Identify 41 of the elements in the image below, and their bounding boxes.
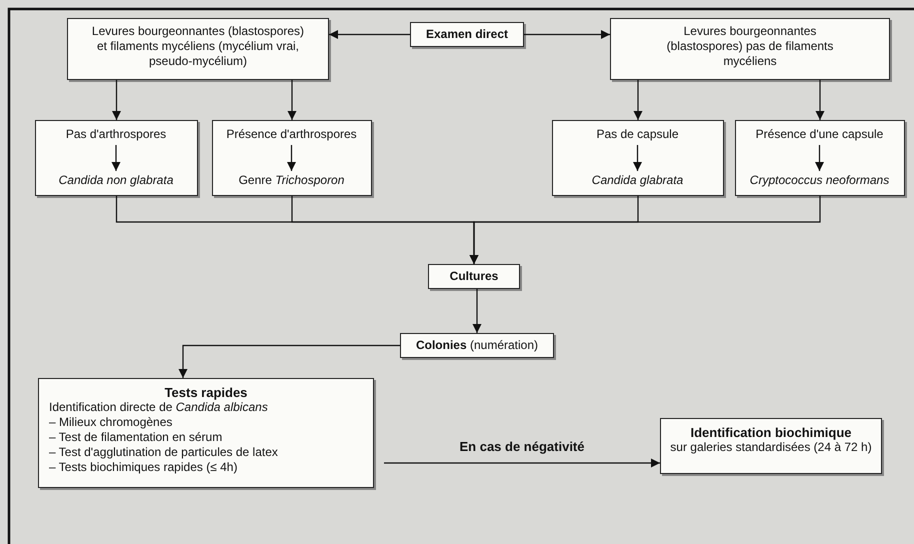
arrow [815, 145, 824, 171]
arrow [287, 145, 296, 171]
arrow [472, 289, 482, 333]
species-label: Genre Trichosporon [213, 173, 370, 189]
step-box: Cultures [428, 264, 520, 289]
arrow [470, 196, 821, 264]
arrow [329, 30, 410, 39]
box-text: – Test d'agglutination de particules de latex [49, 445, 279, 460]
identification-box [660, 418, 882, 474]
result-box: Levures bourgeonnantes (blastospores) et filaments mycéliens (mycélium vrai, pseudo-mycélium) [67, 18, 329, 80]
box-text: – Milieux chromogènes [49, 415, 174, 430]
arrow [112, 145, 120, 171]
box-heading: Tests rapides [164, 385, 248, 400]
arrow [524, 30, 610, 39]
box-heading: Identification biochimique [689, 425, 853, 440]
arrow [633, 145, 642, 171]
result-box [552, 120, 724, 196]
criterion-label: Pas de capsule [553, 127, 722, 143]
result-box [212, 120, 372, 196]
result-box: Levures bourgeonnantes (blastospores) pas de filaments mycéliens [610, 18, 890, 80]
arrow [816, 80, 824, 120]
arrow [178, 344, 400, 378]
species-label: Candida non glabrata [36, 173, 196, 189]
result-box [35, 120, 198, 196]
species-label: Cryptococcus neoformans [736, 173, 903, 189]
step-box: Colonies (numération) [400, 333, 554, 358]
box-text: Identification directe de Candida albicans [49, 400, 269, 415]
box-text: sur galeries standardisées (24 à 72 h) [669, 440, 873, 455]
criterion-label: Présence d'arthrospores [213, 127, 370, 143]
criterion-label: Pas d'arthrospores [36, 127, 196, 143]
result-box [735, 120, 905, 196]
box-text: – Tests biochimiques rapides (≤ 4h) [49, 460, 238, 475]
start-box: Examen direct [410, 22, 524, 47]
arrow [384, 458, 660, 468]
arrow [288, 80, 296, 120]
species-label: Candida glabrata [553, 173, 722, 189]
arrow [112, 80, 121, 120]
tests-box [38, 378, 374, 488]
arrow [634, 80, 642, 120]
box-text: – Test de filamentation en sérum [49, 430, 224, 445]
criterion-label: Présence d'une capsule [736, 127, 903, 143]
